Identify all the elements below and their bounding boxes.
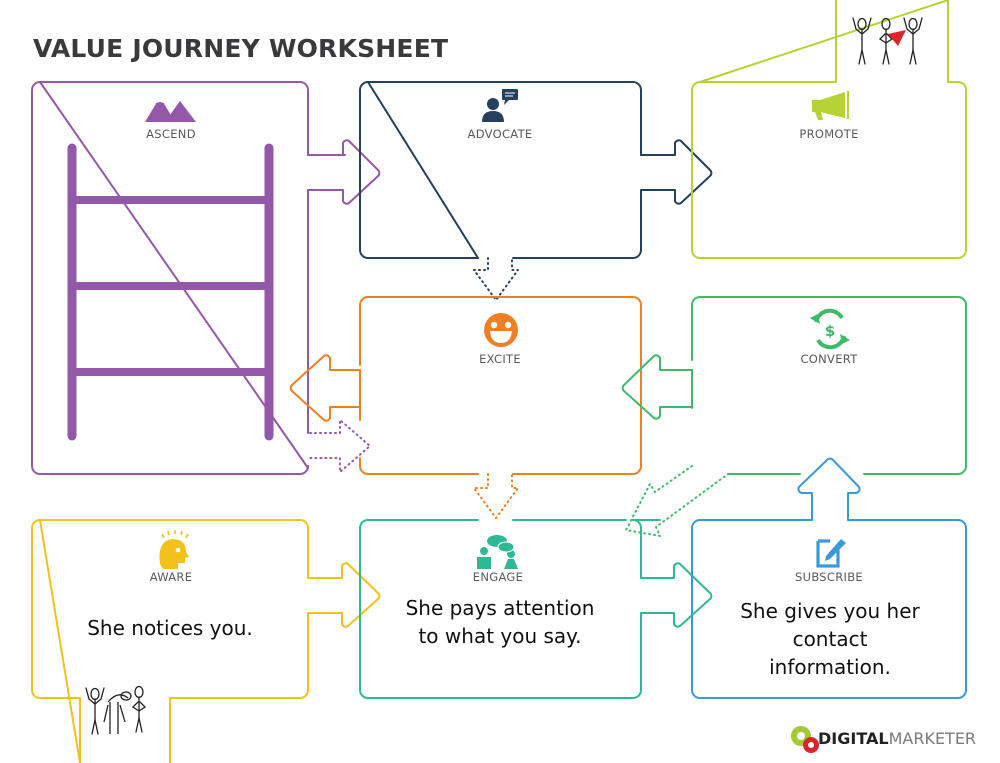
gears-icon (791, 726, 819, 753)
stage-label-convert: CONVERT (800, 352, 858, 366)
excite-to-ascend-arrow (289, 354, 361, 422)
stage-label-engage: ENGAGE (472, 570, 524, 584)
stick-figure-icon (138, 717, 143, 733)
subscribe-to-convert-arrow (797, 457, 861, 521)
note-engage-line: She pays attention (405, 596, 595, 620)
engage-to-subscribe-arrow (640, 562, 713, 628)
stage-label-promote: PROMOTE (799, 127, 859, 141)
head-lightbulb-icon (175, 547, 181, 553)
note-subscribe[interactable]: She gives you her contact information. (705, 597, 955, 681)
dollar-cycle-icon (810, 314, 820, 324)
stick-figure-icon (852, 17, 872, 35)
note-subscribe-line: information. (769, 655, 891, 679)
stage-label-excite: EXCITE (479, 352, 521, 366)
head-lightbulb-icon (185, 533, 189, 539)
ascend-to-advocate-arrow (307, 139, 381, 205)
person-speech-icon (502, 89, 518, 100)
convert-to-engage-dotted-arrow (625, 465, 729, 537)
dollar-cycle-icon: $ (825, 322, 835, 340)
stick-figure-icon (135, 717, 140, 733)
stick-figure-icon (90, 687, 100, 701)
logo-text-marketer: MARKETER (888, 728, 977, 748)
stage-label-aware: AWARE (149, 570, 193, 584)
aware-to-engage-arrow (307, 562, 381, 628)
stick-figure-icon (120, 691, 132, 701)
stick-figure-icon (91, 719, 96, 735)
head-lightbulb-icon (159, 539, 189, 569)
note-engage-line: to what you say. (418, 624, 582, 648)
mountains-icon (156, 97, 164, 103)
note-subscribe-line: She gives you her (740, 599, 920, 623)
engage-box (359, 519, 661, 699)
mountains-icon (145, 97, 175, 122)
mountains-icon (165, 101, 196, 122)
stick-figure-icon (882, 49, 887, 65)
edit-square-icon (825, 539, 846, 561)
two-people-chat-icon (504, 559, 518, 569)
advocate-box (359, 81, 642, 259)
stick-figure-icon (903, 17, 923, 35)
dollar-cycle-icon (840, 334, 850, 344)
two-people-chat-icon (480, 547, 488, 555)
convert-box (691, 296, 967, 475)
advocate-to-excite-dotted-arrow (473, 257, 519, 301)
ascend-box (31, 81, 346, 475)
edit-square-icon (816, 539, 840, 568)
stick-figure-icon (858, 49, 863, 65)
promote-box (691, 0, 967, 259)
smiley-icon (490, 321, 498, 329)
head-lightbulb-icon (167, 530, 170, 536)
stick-figure-icon (131, 701, 147, 712)
convert-to-excite-arrow (621, 354, 693, 420)
page-title: VALUE JOURNEY WORKSHEET (33, 34, 449, 63)
advocate-to-promote-arrow (640, 139, 713, 205)
aware-box (31, 519, 309, 763)
stage-label-advocate: ADVOCATE (467, 127, 533, 141)
two-people-chat-icon (497, 541, 515, 553)
excite-to-engage-dotted-arrow (473, 473, 519, 519)
stick-figure-icon (912, 49, 917, 65)
stick-figure-icon (134, 685, 144, 699)
digital-marketer-logo: DIGITAL MARKETER (790, 720, 976, 756)
note-aware[interactable]: She notices you. (50, 614, 290, 642)
logo-text-digital: DIGITAL (818, 728, 889, 748)
smiley-icon (490, 331, 512, 343)
smiley-icon (504, 321, 512, 329)
note-engage[interactable]: She pays attention to what you say. (370, 594, 630, 650)
excite-box (359, 296, 642, 475)
person-speech-icon (487, 98, 499, 110)
two-people-chat-icon (477, 557, 491, 569)
head-lightbulb-icon (161, 533, 165, 539)
stick-figure-icon (909, 49, 914, 65)
note-aware-line: She notices you. (87, 616, 253, 640)
stage-label-ascend: ASCEND (146, 127, 196, 141)
person-speech-icon (482, 111, 504, 122)
person-speech-icon (504, 100, 509, 105)
stick-figure-icon (885, 49, 890, 65)
stage-label-subscribe: SUBSCRIBE (795, 570, 863, 584)
stick-figure-icon (878, 33, 894, 44)
dollar-cycle-icon (814, 308, 844, 323)
stick-figure-icon (908, 17, 918, 31)
cape-icon (888, 30, 906, 46)
stick-figure-icon (94, 719, 99, 735)
ascend-to-excite-dotted-arrow (309, 419, 371, 473)
stick-figure-icon (861, 49, 866, 65)
megaphone-icon (815, 112, 823, 120)
stick-figure-icon (85, 687, 105, 705)
note-subscribe-line: contact (792, 627, 868, 651)
subscribe-box (691, 519, 967, 699)
stick-figure-icon (103, 694, 129, 734)
megaphone-icon (812, 92, 845, 118)
head-lightbulb-icon (180, 530, 183, 536)
